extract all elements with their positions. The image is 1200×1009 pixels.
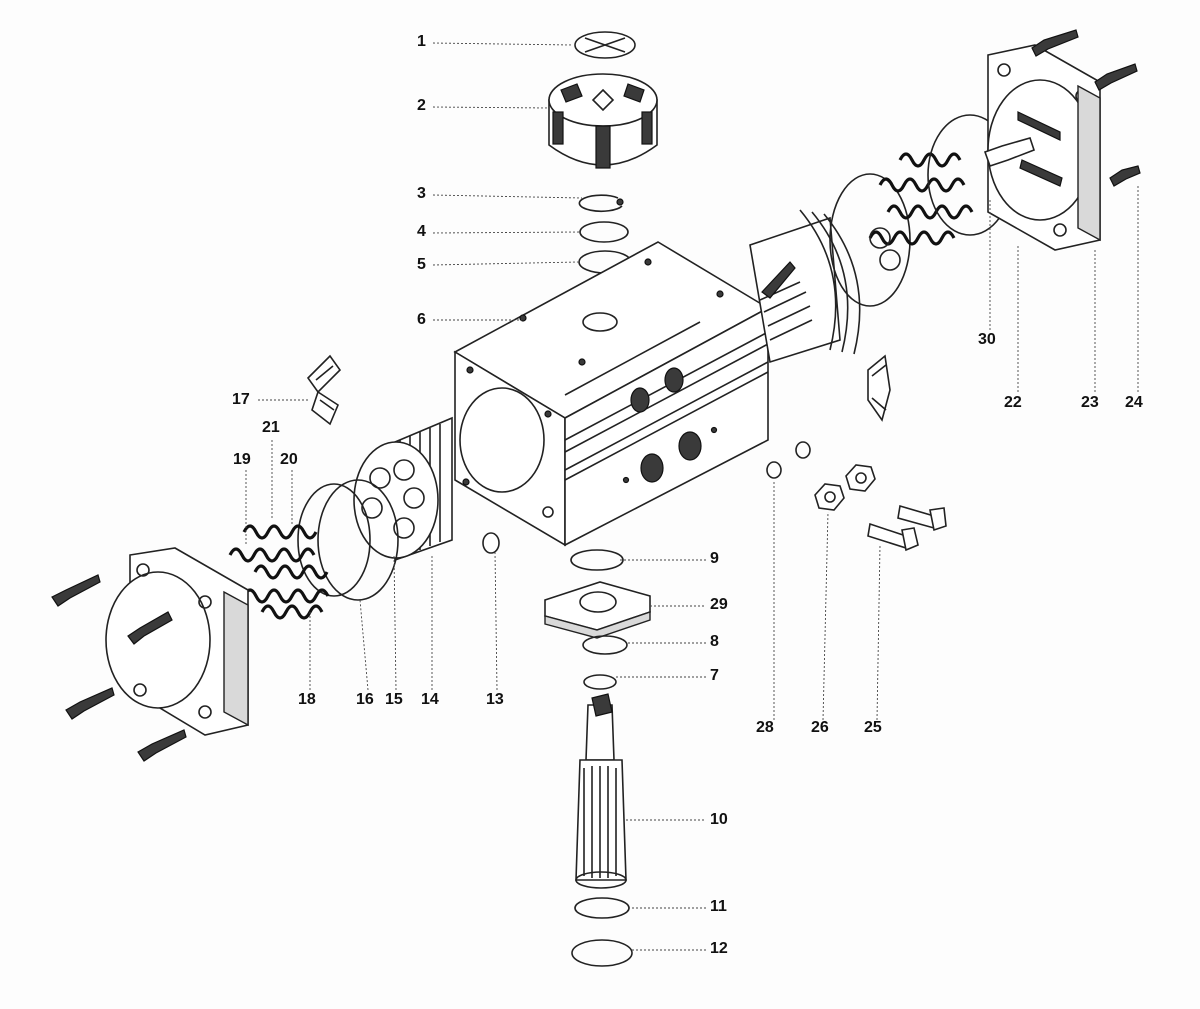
- part-cam-29: [544, 581, 651, 639]
- part-actuator-body: [453, 241, 770, 547]
- callout-15: 15: [385, 691, 403, 708]
- part-oring-right: [829, 173, 911, 307]
- part-bearing-8: [582, 635, 628, 655]
- callout-18: 18: [298, 691, 316, 708]
- part-guide-band-right: [867, 354, 891, 422]
- callout-24: 24: [1125, 394, 1143, 411]
- callout-4: 4: [417, 223, 426, 240]
- callout-19: 19: [233, 451, 251, 468]
- callout-1: 1: [417, 33, 426, 50]
- callout-6: 6: [417, 311, 426, 328]
- callout-25: 25: [864, 719, 882, 736]
- part-springs-right: [868, 152, 974, 271]
- part-indicator-knob: [548, 73, 658, 169]
- callout-9: 9: [710, 550, 719, 567]
- part-washer-7: [583, 674, 617, 690]
- part-guide-band-left: [306, 354, 342, 426]
- part-pinion-shaft: [575, 693, 627, 889]
- callout-28: 28: [756, 719, 774, 736]
- callout-8: 8: [710, 633, 719, 650]
- part-end-cap-left: [105, 547, 249, 736]
- part-nuts: [814, 464, 876, 511]
- part-oring-12: [571, 939, 633, 967]
- callout-21: 21: [262, 419, 280, 436]
- callout-30: 30: [978, 331, 996, 348]
- callout-17: 17: [232, 391, 250, 408]
- callout-11: 11: [710, 898, 727, 915]
- part-end-cap-right: [983, 44, 1101, 251]
- callout-10: 10: [710, 811, 728, 828]
- callout-2: 2: [417, 97, 426, 114]
- part-indicator-cap: [574, 31, 636, 59]
- part-oring-left-1: [317, 479, 399, 601]
- callout-3: 3: [417, 185, 426, 202]
- part-washers-small: [766, 441, 811, 479]
- callout-22: 22: [1004, 394, 1022, 411]
- part-circlip: [578, 194, 624, 213]
- callout-20: 20: [280, 451, 298, 468]
- part-screws-left: [51, 574, 187, 762]
- part-springs-left: [228, 524, 330, 620]
- callout-14: 14: [421, 691, 439, 708]
- part-bearing-9: [570, 549, 624, 571]
- part-bolts: [867, 504, 947, 552]
- callout-13: 13: [486, 691, 504, 708]
- callout-16: 16: [356, 691, 374, 708]
- callout-23: 23: [1081, 394, 1099, 411]
- part-pin: [482, 532, 500, 554]
- part-oring-left-2: [297, 483, 371, 597]
- callout-12: 12: [710, 940, 728, 957]
- part-bearing-11: [574, 897, 630, 919]
- callout-26: 26: [811, 719, 829, 736]
- callout-5: 5: [417, 256, 426, 273]
- leader-lines: [245, 42, 1139, 951]
- part-screws-right: [1031, 29, 1141, 187]
- part-piston-left: [353, 416, 453, 562]
- callout-7: 7: [710, 667, 719, 684]
- part-piston-right: [749, 209, 861, 364]
- callout-29: 29: [710, 596, 728, 613]
- part-washer-top: [579, 221, 629, 243]
